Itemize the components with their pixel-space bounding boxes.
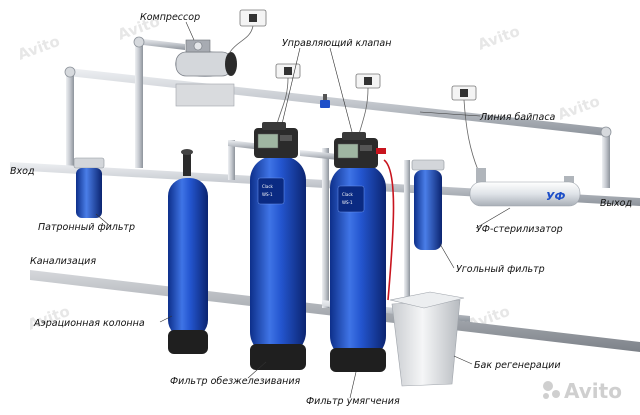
label-softening-filter: Фильтр умягчения bbox=[306, 396, 400, 407]
watermark-text: Avito bbox=[564, 379, 622, 403]
control-valve-2 bbox=[334, 132, 386, 168]
avito-watermark: Avito bbox=[543, 379, 622, 403]
compressor-pipe bbox=[133, 36, 185, 168]
aeration-column bbox=[168, 149, 208, 354]
cartridge-filter bbox=[73, 157, 105, 218]
label-aeration-column: Аэрационная колонна bbox=[33, 318, 145, 329]
label-bypass-line: Линия байпаса bbox=[479, 112, 556, 123]
iron-removal-filter: Clack WS-1 bbox=[250, 156, 306, 370]
svg-text:WS-1: WS-1 bbox=[342, 200, 353, 205]
svg-text:Clack: Clack bbox=[342, 192, 354, 197]
label-inlet: Вход bbox=[10, 166, 35, 177]
label-cartridge-filter: Патронный фильтр bbox=[38, 222, 135, 233]
svg-text:Avito: Avito bbox=[15, 32, 62, 64]
label-regeneration-tank: Бак регенерации bbox=[474, 360, 561, 371]
compressor bbox=[175, 39, 237, 107]
label-uv-sterilizer: УФ-стерилизатор bbox=[476, 224, 563, 235]
carbon-filter bbox=[411, 159, 445, 250]
svg-text:Clack: Clack bbox=[262, 184, 274, 189]
svg-text:Avito: Avito bbox=[555, 92, 602, 124]
label-sewer: Канализация bbox=[30, 256, 96, 267]
label-carbon-filter: Угольный фильтр bbox=[456, 264, 545, 275]
power-socket-compressor bbox=[229, 9, 267, 53]
regeneration-tank bbox=[389, 291, 465, 387]
label-compressor: Компрессор bbox=[140, 12, 200, 23]
uv-badge: УФ bbox=[546, 190, 565, 203]
power-socket-uv bbox=[451, 85, 479, 171]
drain-hose bbox=[383, 159, 395, 301]
control-valve-1 bbox=[254, 122, 298, 158]
bypass-valve[interactable] bbox=[320, 94, 330, 108]
leader-lines bbox=[95, 21, 511, 399]
svg-text:WS-1: WS-1 bbox=[262, 192, 273, 197]
svg-text:Avito: Avito bbox=[475, 22, 522, 54]
label-control-valve: Управляющий клапан bbox=[282, 38, 391, 49]
label-iron-removal-filter: Фильтр обезжелезивания bbox=[170, 376, 301, 387]
softening-filter: Clack WS-1 bbox=[330, 164, 386, 372]
uv-sterilizer: УФ bbox=[469, 168, 581, 207]
label-outlet: Выход bbox=[600, 198, 632, 209]
